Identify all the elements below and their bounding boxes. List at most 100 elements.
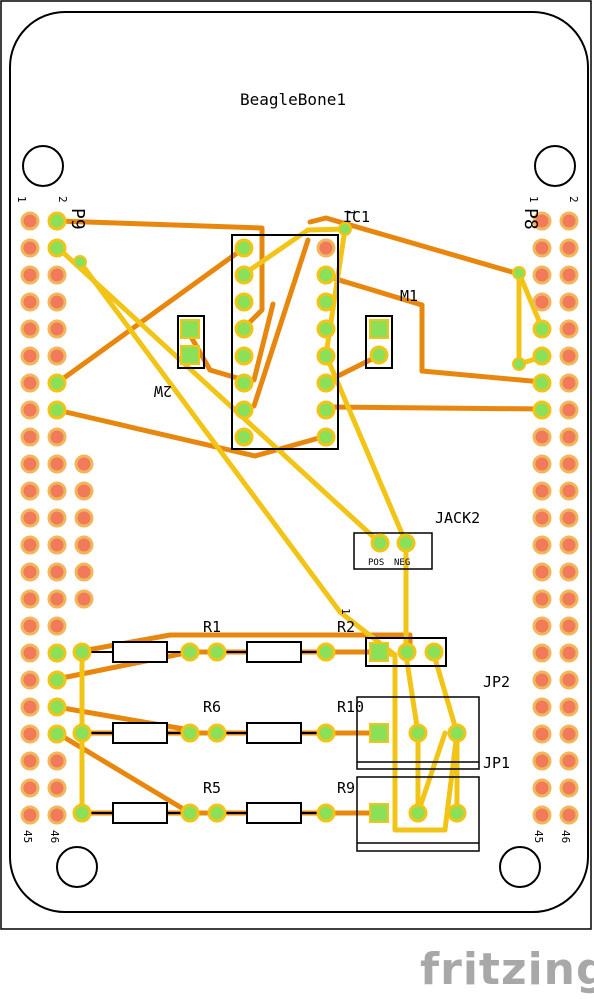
ic1-pad [316,238,336,258]
p8-pin-1: 1 [527,196,540,203]
p8-pad [559,427,579,447]
p9-pad [47,697,67,717]
resistor-pad [207,803,227,823]
p9-pad [20,265,40,285]
p8-pin-46: 46 [559,830,572,843]
ic1-pad [316,265,336,285]
jp2-body [356,696,480,770]
p9-pad [20,670,40,690]
jp1-body [356,776,480,852]
p8-pad [532,211,552,231]
p9-pad [20,238,40,258]
mount-hole-bottom-left [56,846,98,888]
ic1-body [231,234,339,450]
p8-pad [559,211,579,231]
r10-label: R10 [337,698,364,716]
p8-pad [532,319,552,339]
resistor-pads [72,642,336,823]
p8-pad [532,400,552,420]
relay-label: 2W [153,382,172,400]
resistor-pad [316,803,336,823]
p9-pad [20,481,40,501]
jack-pos-pad [370,533,390,553]
board-edge [0,0,592,930]
jack-pos-label: POS [368,558,384,568]
p8-pad [559,751,579,771]
ic1-pad [316,292,336,312]
p9-pin-45: 45 [21,830,34,843]
p9-pad [47,454,67,474]
conn3-pad-1 [369,642,389,662]
jp2-label: JP2 [483,673,510,691]
ic1-pad [234,292,254,312]
p8-pad [532,697,552,717]
p9-pad [47,562,67,582]
p9-pad [20,616,40,636]
board-outline [9,11,589,913]
resistor-pad [72,642,92,662]
p9-pad [47,616,67,636]
p8-pad [559,454,579,474]
fritzing-watermark: fritzing [420,944,594,995]
ic1-pad [234,265,254,285]
m1-label: M1 [400,287,418,305]
connector-pads [180,319,389,365]
ic1-pad [316,346,336,366]
p8-label: P8 [520,208,541,230]
ic1-pad [316,400,336,420]
p8-pad [559,805,579,825]
resistor-pad [316,723,336,743]
p8-pad [532,535,552,555]
p8-pad [559,265,579,285]
p8-pad [532,643,552,663]
p9-pad [47,508,67,528]
p9-pad [20,535,40,555]
p8-pad [532,805,552,825]
p9-pad [20,778,40,798]
p8-pad [559,292,579,312]
vias [73,222,526,371]
p8-pad [532,265,552,285]
p9-pad [47,265,67,285]
p9-pad [20,589,40,609]
p9-pad [74,508,94,528]
resistor-pad [207,642,227,662]
p8-pad [559,670,579,690]
mount-hole-bottom-right [499,846,541,888]
p9-label: P9 [67,208,88,230]
p9-pad [47,373,67,393]
connector-left [177,315,205,369]
p9-pad [74,535,94,555]
conn3-pad-3 [424,642,444,662]
p8-pad [532,670,552,690]
p8-pad [559,535,579,555]
jack-neg-pad [396,533,416,553]
ic1-pad [234,400,254,420]
conn-pin1-label: 1 [339,608,352,615]
p9-pad [20,427,40,447]
p8-pad [532,616,552,636]
p8-pad [559,643,579,663]
p8-pad [532,346,552,366]
p8-pad [559,373,579,393]
p8-pad [559,724,579,744]
ic1-pad [234,427,254,447]
p9-pad [47,346,67,366]
p8-pin-45: 45 [532,830,545,843]
p9-pad [20,751,40,771]
ic1-pin1-label: 1 [344,209,357,216]
connector-right [365,315,393,369]
p9-pad [20,211,40,231]
p9-pad [47,535,67,555]
jack2-label: JACK2 [435,509,480,527]
resistors [82,641,326,824]
p9-pad [20,373,40,393]
p9-header-pads [20,211,94,825]
board-title: BeagleBone1 [240,90,346,109]
p8-pad [532,562,552,582]
resistor-pad [180,642,200,662]
p8-pad [532,589,552,609]
p8-pad [559,562,579,582]
p8-pad [532,238,552,258]
mount-hole-top-left [22,145,64,187]
